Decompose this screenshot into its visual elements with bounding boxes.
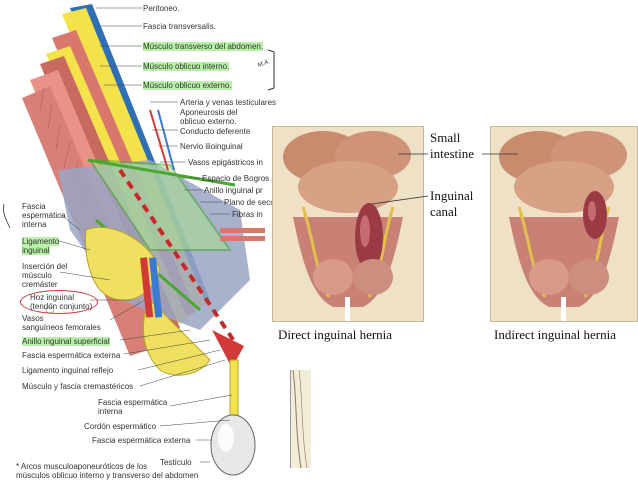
direct-hernia-image [272, 126, 424, 322]
label-inguinal: Inguinal [430, 188, 474, 203]
label-tendon-conjunto: (tendón conjunto) [30, 302, 93, 311]
label-vasos-1: Vasos [22, 314, 44, 323]
label-anillo-superficial: Anillo inguinal superficial [22, 337, 110, 346]
label-insercion-3: cremáster [22, 280, 58, 289]
label-vasos-epigastricos: Vasos epigástricos in [188, 158, 263, 167]
left-anatomy-diagram: Peritoneo. Fascia transversalis. Músculo… [0, 0, 300, 480]
anatomy-illustration [3, 4, 275, 476]
label-espacio-bogros: Espacio de Bogros [202, 174, 270, 183]
label-ligamento-inguinal-1: Ligamento [22, 237, 60, 246]
label-transverso: Músculo transverso del abdomen. [143, 42, 264, 51]
label-intestine: intestine [430, 146, 475, 161]
label-fascia-esp-int-2: espermática [22, 211, 66, 220]
indirect-hernia-illustration [491, 127, 637, 321]
label-insercion-1: Inserción del [22, 262, 68, 271]
label-plano-seccion: Plano de secci [224, 198, 277, 207]
label-ligamento-reflejo: Ligamento inguinal reflejo [22, 366, 114, 375]
fragment-illustration [292, 370, 308, 468]
label-hoz-inguinal: Hoz inguinal [30, 293, 75, 302]
label-arteria-venas: Arteria y venas testiculares [180, 98, 277, 107]
label-fascia-esp-2: interna [98, 407, 123, 416]
label-fascia-esp-externa: Fascia espermática externa [22, 351, 121, 360]
label-oblicuo-externo: Músculo oblicuo externo. [143, 81, 232, 90]
hernia-figure: Small intestine Inguinal canal Direct in… [268, 126, 638, 346]
label-cordon-espermatico: Cordón espermático [84, 422, 157, 431]
footnote-line-2: músculos oblicuo interno y transverso de… [16, 471, 199, 480]
label-nervio-ilioinguinal: Nervio ilioinguinal [180, 142, 243, 151]
label-fascia-esp-int-1: Fascia [22, 202, 46, 211]
cropped-image-fragment [290, 370, 311, 468]
label-aponeurosis-2: oblicuo externo. [180, 117, 237, 126]
label-fascia-esp-int-3: interna [22, 220, 47, 229]
label-fascia-transversalis: Fascia transversalis. [143, 22, 216, 31]
label-aponeurosis-1: Aponeurosis del [180, 108, 238, 117]
footnote-line-1: * Arcos musculoaponeuróticos de los [16, 462, 148, 471]
label-fascia-esp-externa-2: Fascia espermática externa [92, 436, 191, 445]
label-canal: canal [430, 204, 458, 219]
label-musculo-cremasterico: Músculo y fascia cremastéricos [22, 382, 134, 391]
label-testiculo: Testículo [160, 458, 192, 467]
hoz-inguinal-circle [20, 290, 98, 314]
label-ligamento-inguinal-2: inguinal [22, 246, 50, 255]
caption-indirect: Indirect inguinal hernia [494, 327, 617, 342]
label-vasos-2: sanguíneos femorales [22, 323, 101, 332]
label-insercion-2: músculo [22, 271, 52, 280]
indirect-hernia-image [490, 126, 638, 322]
label-conducto-deferente: Conducto deferente [180, 127, 251, 136]
label-fascia-esp-1: Fascia espermática [98, 398, 168, 407]
label-peritoneo: Peritoneo. [143, 4, 180, 13]
label-small: Small [430, 130, 461, 145]
label-anillo-inguinal-profundo: Anillo inguinal pr [204, 186, 263, 195]
direct-hernia-illustration [273, 127, 423, 321]
label-oblicuo-interno: Músculo oblicuo interno. [143, 62, 230, 71]
label-fibras: Fibras in [232, 210, 263, 219]
caption-direct: Direct inguinal hernia [278, 327, 393, 342]
